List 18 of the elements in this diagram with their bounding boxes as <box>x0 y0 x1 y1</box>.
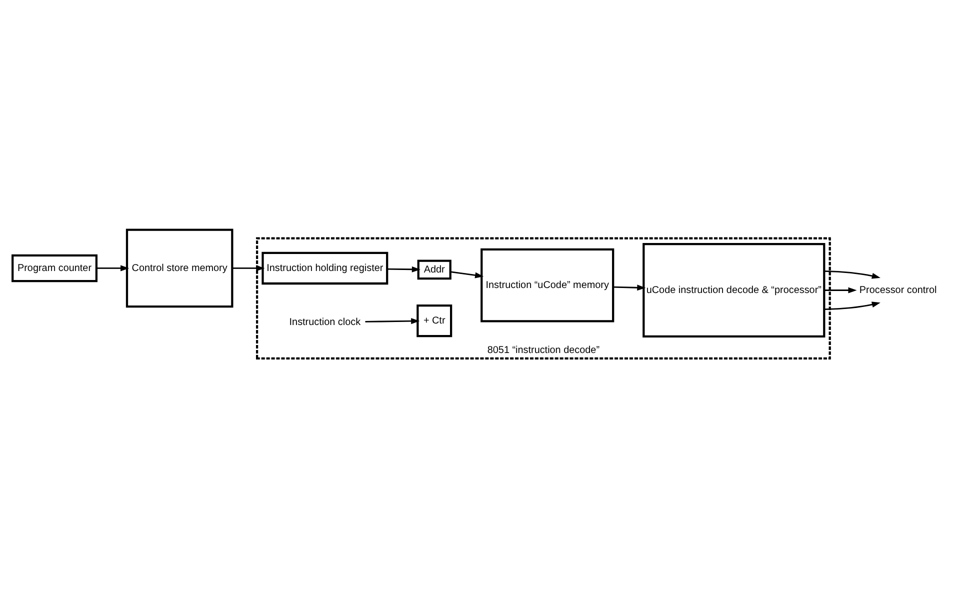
node-box: uCode instruction decode & “processor” <box>642 242 826 337</box>
node-text: Processor control <box>859 284 937 296</box>
node-box: Instruction “uCode” memory <box>480 248 614 322</box>
arrow <box>613 284 646 290</box>
node-box: + Ctr <box>416 304 452 337</box>
arrow <box>387 266 420 272</box>
arrow <box>365 318 420 324</box>
node-box: Control store memory <box>126 228 234 308</box>
arrow <box>824 286 857 293</box>
arrow <box>824 270 880 278</box>
node-text: Instruction clock <box>289 316 361 328</box>
arrow <box>824 301 880 310</box>
arrow <box>232 264 265 271</box>
node-box: Addr <box>417 259 452 280</box>
node-box: Instruction holding register <box>262 251 388 284</box>
arrow <box>450 270 484 278</box>
node-box: Program counter <box>12 254 98 282</box>
arrow <box>96 264 130 271</box>
